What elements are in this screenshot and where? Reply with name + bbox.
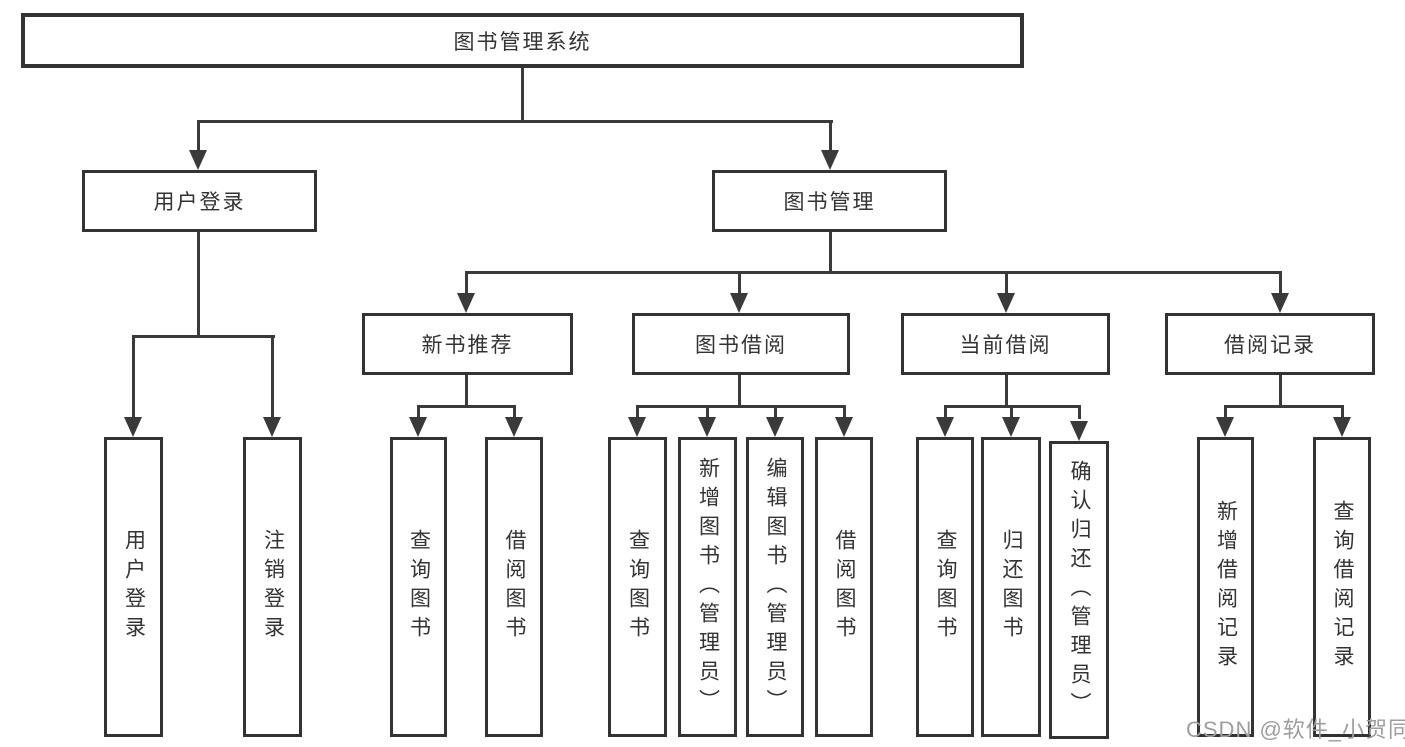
csdn-watermark: CSDN @软件_小贺同学 xyxy=(1186,717,1405,742)
leaf-borrow-books: 借阅图书 xyxy=(815,437,873,737)
arrow-head xyxy=(505,417,523,437)
arrow-head xyxy=(628,417,646,437)
connector-line xyxy=(197,120,833,123)
node-new-book-recommend: 新书推荐 xyxy=(362,313,573,375)
connector-line xyxy=(1224,405,1227,419)
connector-line xyxy=(1078,405,1081,419)
arrow-head xyxy=(835,417,853,437)
connector-line xyxy=(1224,405,1344,408)
connector-line xyxy=(521,68,524,120)
leaf-logout: 注销登录 xyxy=(243,437,302,737)
leaf-label: 查询图书 xyxy=(934,529,957,645)
connector-line xyxy=(944,405,947,419)
arrow-head xyxy=(263,417,281,437)
leaf-confirm-return-admin: 确认归还（管理员） xyxy=(1049,441,1109,739)
connector-line xyxy=(738,271,741,295)
connector-line xyxy=(738,375,741,407)
connector-line xyxy=(465,271,468,295)
leaf-query-books: 查询图书 xyxy=(390,437,447,737)
connector-line xyxy=(197,120,200,152)
connector-line xyxy=(1279,271,1282,295)
arrow-head xyxy=(821,150,839,170)
leaf-query-books: 查询图书 xyxy=(608,437,667,737)
connector-line xyxy=(513,405,516,419)
leaf-label: 借阅图书 xyxy=(503,529,526,645)
connector-line xyxy=(774,405,777,419)
arrow-head xyxy=(189,150,207,170)
arrow-head xyxy=(730,293,748,313)
arrow-head xyxy=(124,417,142,437)
leaf-label: 编辑图书（管理员） xyxy=(764,456,787,718)
connector-line xyxy=(829,232,832,274)
connector-line xyxy=(465,271,1282,274)
connector-line xyxy=(271,335,274,419)
connector-line xyxy=(636,405,639,419)
node-library-management-system: 图书管理系统 xyxy=(21,13,1024,68)
node-book-borrowing: 图书借阅 xyxy=(632,313,850,375)
connector-line xyxy=(1279,375,1282,407)
arrow-head xyxy=(1271,293,1289,313)
node-book-management: 图书管理 xyxy=(712,170,947,232)
connector-line xyxy=(1005,271,1008,295)
leaf-add-borrow-record: 新增借阅记录 xyxy=(1197,437,1254,737)
leaf-label: 查询图书 xyxy=(626,529,650,645)
arrow-head xyxy=(936,417,954,437)
connector-line xyxy=(1005,375,1008,407)
arrow-head xyxy=(1070,421,1088,441)
leaf-label: 查询借阅记录 xyxy=(1331,500,1354,674)
connector-line xyxy=(1341,405,1344,419)
arrow-head xyxy=(997,293,1015,313)
leaf-add-books-admin: 新增图书（管理员） xyxy=(678,437,737,737)
leaf-label: 新增借阅记录 xyxy=(1214,500,1238,674)
connector-line xyxy=(417,405,420,419)
connector-line xyxy=(132,335,135,419)
leaf-edit-books-admin: 编辑图书（管理员） xyxy=(746,437,804,737)
arrow-head xyxy=(1333,417,1351,437)
connector-line xyxy=(636,405,846,408)
connector-line xyxy=(197,232,200,338)
leaf-label: 新增图书（管理员） xyxy=(696,456,720,718)
leaf-label: 确认归还（管理员） xyxy=(1068,459,1091,721)
leaf-query-books: 查询图书 xyxy=(916,437,974,737)
arrow-head xyxy=(1002,417,1020,437)
node-current-borrowing: 当前借阅 xyxy=(901,313,1110,375)
arrow-head xyxy=(409,417,427,437)
connector-line xyxy=(132,335,275,338)
arrow-head xyxy=(766,417,784,437)
leaf-user-login: 用户登录 xyxy=(104,437,163,737)
connector-line xyxy=(829,120,832,152)
node-borrow-records: 借阅记录 xyxy=(1165,313,1375,375)
connector-line xyxy=(1010,405,1013,419)
connector-line xyxy=(843,405,846,419)
arrow-head xyxy=(457,293,475,313)
arrow-head xyxy=(1216,417,1234,437)
leaf-label: 用户登录 xyxy=(122,529,146,645)
leaf-borrow-books: 借阅图书 xyxy=(485,437,543,737)
leaf-label: 查询图书 xyxy=(407,529,431,645)
leaf-label: 借阅图书 xyxy=(833,529,856,645)
leaf-label: 归还图书 xyxy=(1000,529,1023,645)
connector-line xyxy=(417,405,516,408)
arrow-head xyxy=(698,417,716,437)
node-user-login: 用户登录 xyxy=(82,170,317,232)
connector-line xyxy=(706,405,709,419)
connector-line xyxy=(465,375,468,407)
leaf-query-borrow-record: 查询借阅记录 xyxy=(1313,437,1371,737)
leaf-label: 注销登录 xyxy=(261,529,285,645)
leaf-return-books: 归还图书 xyxy=(981,437,1041,737)
